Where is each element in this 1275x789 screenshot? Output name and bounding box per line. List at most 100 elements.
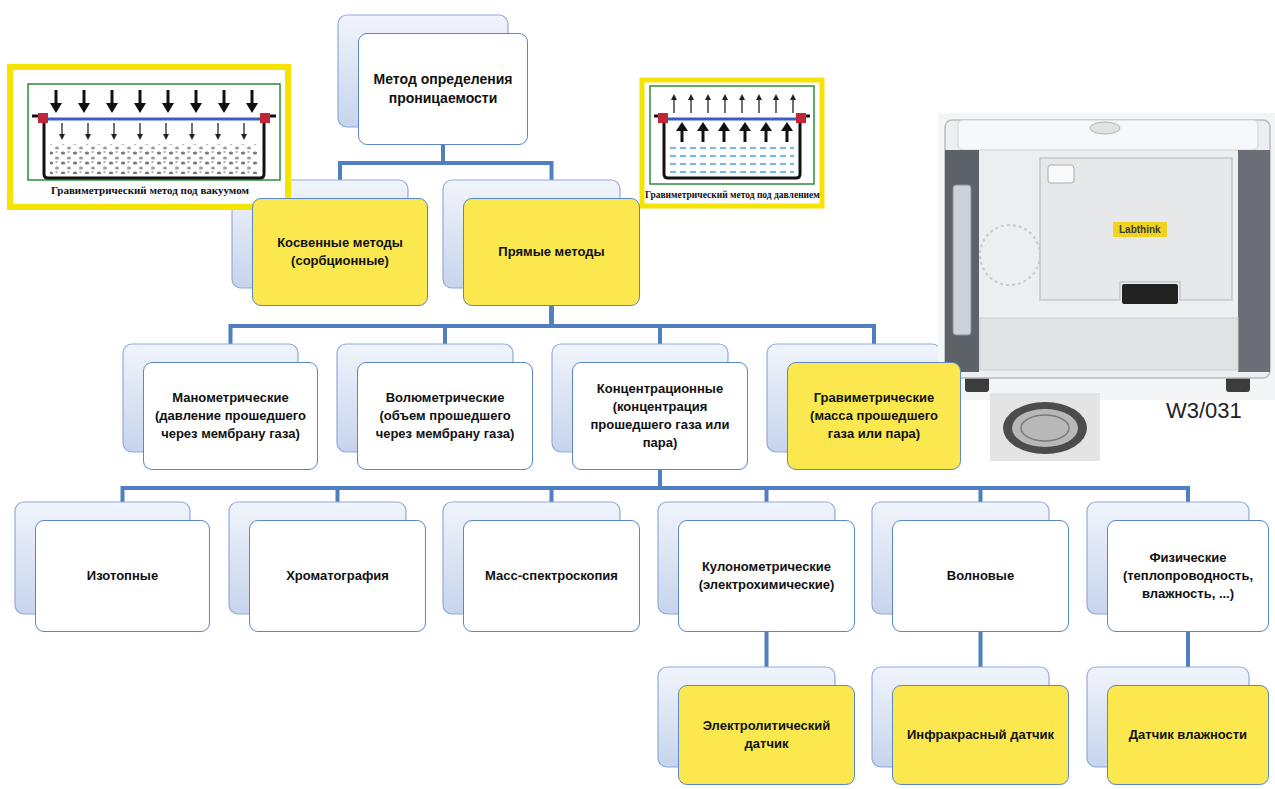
- granules: [50, 144, 258, 174]
- inset-caption: Гравиметрический метод под давлением: [645, 190, 819, 201]
- flow-arrow: [189, 123, 195, 140]
- flow-arrow: [215, 123, 221, 140]
- flow-arrow: [163, 123, 169, 140]
- pressure-arrow: [218, 90, 230, 113]
- process-box: Гравиметрические (масса прошедшего газа …: [787, 362, 961, 470]
- flow-arrow: [722, 94, 728, 113]
- box-text: Концентрационные (концентрация прошедшег…: [581, 380, 739, 452]
- pressure-arrow: [676, 122, 688, 142]
- instrument-lid: [1040, 158, 1232, 300]
- pressure-arrow: [134, 90, 146, 113]
- flow-arrow: [671, 94, 677, 113]
- pressure-arrow: [739, 122, 751, 142]
- box-text: Метод определения проницаемости: [367, 70, 519, 109]
- seal: [260, 113, 270, 123]
- inset-border: [650, 86, 814, 184]
- pressure-arrow: [697, 122, 709, 142]
- membrane: [48, 118, 260, 121]
- photo-ground: [938, 113, 1275, 400]
- process-box: Изотопные: [35, 520, 210, 632]
- side-panel: [945, 150, 979, 372]
- water-line: [670, 155, 794, 157]
- box-text: Манометрические (давление прошедшего чер…: [152, 389, 309, 443]
- front-slot: [1122, 284, 1178, 304]
- box-text: Датчик влажности: [1129, 726, 1247, 744]
- instrument-photo: [938, 113, 1275, 400]
- flow-arrow: [85, 123, 91, 140]
- box-text: Гравиметрические (масса прошедшего газа …: [796, 389, 952, 443]
- box-text: Физические (теплопроводность, влажность,…: [1116, 549, 1260, 603]
- pressure-arrow: [78, 90, 90, 113]
- water-line: [670, 163, 794, 165]
- inset-frame: [642, 80, 822, 206]
- pressure-arrow: [106, 90, 118, 113]
- process-box: Волновые: [892, 520, 1069, 632]
- top-port: [1090, 122, 1120, 134]
- process-box: Метод определения проницаемости: [358, 33, 528, 145]
- box-text: Изотопные: [87, 567, 158, 585]
- flow-arrow: [756, 94, 762, 113]
- process-box: Концентрационные (концентрация прошедшег…: [572, 362, 748, 470]
- instrument-top: [958, 120, 1258, 150]
- model-code: W3/031: [1166, 398, 1242, 424]
- seal: [658, 113, 668, 123]
- lid-knob: [1048, 165, 1074, 183]
- flow-arrow: [705, 94, 711, 113]
- process-box: Масс-спектроскопия: [463, 520, 640, 632]
- photo-ground: [990, 393, 1100, 461]
- cup-ring: [1021, 415, 1069, 441]
- flow-arrow: [739, 94, 745, 113]
- process-box: Хроматография: [249, 520, 426, 632]
- flow-arrow: [773, 94, 779, 113]
- flow-arrow: [688, 94, 694, 113]
- process-box: Кулонометрические (электрохимические): [678, 520, 855, 632]
- vent-grille: [980, 225, 1040, 285]
- water-line: [670, 171, 794, 173]
- flow-arrow: [111, 123, 117, 140]
- side-panel: [1238, 150, 1270, 372]
- box-text: Волновые: [947, 567, 1014, 585]
- inset-caption: Гравиметрический метод под вакуумом: [28, 184, 272, 197]
- process-box: Электролитический датчик: [678, 685, 855, 785]
- process-box: Физические (теплопроводность, влажность,…: [1107, 520, 1269, 632]
- process-box: Датчик влажности: [1107, 685, 1269, 785]
- pressure-inset: [642, 80, 822, 206]
- box-text: Масс-спектроскопия: [485, 567, 618, 585]
- front-strip: [980, 318, 1238, 370]
- box-text: Хроматография: [286, 567, 389, 585]
- box-text: Электролитический датчик: [687, 717, 846, 753]
- pressure-arrow: [781, 122, 793, 142]
- seal: [796, 113, 806, 123]
- inset-frame: [10, 67, 288, 207]
- flow-arrow: [137, 123, 143, 140]
- pressure-arrow: [718, 122, 730, 142]
- pressure-arrow: [162, 90, 174, 113]
- box-text: Кулонометрические (электрохимические): [687, 558, 846, 594]
- inset-border: [28, 84, 280, 180]
- process-box: Прямые методы: [463, 198, 640, 306]
- cup-rim: [1003, 402, 1087, 454]
- cup-outline: [32, 116, 276, 178]
- process-box: Инфракрасный датчик: [892, 685, 1069, 785]
- vacuum-inset: [10, 67, 288, 207]
- process-box: Волюметрические (объем прошедшего через …: [357, 362, 533, 470]
- pressure-arrow: [190, 90, 202, 113]
- seal: [38, 113, 48, 123]
- box-text: Косвенные методы (сорбционные): [261, 234, 419, 270]
- flow-arrow: [241, 123, 247, 140]
- flow-arrow: [59, 123, 65, 140]
- brand-badge: Labthink: [1113, 222, 1167, 237]
- process-box: Косвенные методы (сорбционные): [252, 198, 428, 306]
- flow-arrow: [790, 94, 796, 113]
- side-window: [953, 185, 971, 335]
- membrane: [666, 118, 798, 121]
- cup-outline: [654, 116, 810, 178]
- process-box: Манометрические (давление прошедшего чер…: [143, 362, 318, 470]
- pressure-arrow: [246, 90, 258, 113]
- cup-inner: [1012, 409, 1078, 447]
- instrument-body: [945, 120, 1270, 378]
- cup-photo: [990, 393, 1100, 461]
- box-text: Инфракрасный датчик: [907, 726, 1054, 744]
